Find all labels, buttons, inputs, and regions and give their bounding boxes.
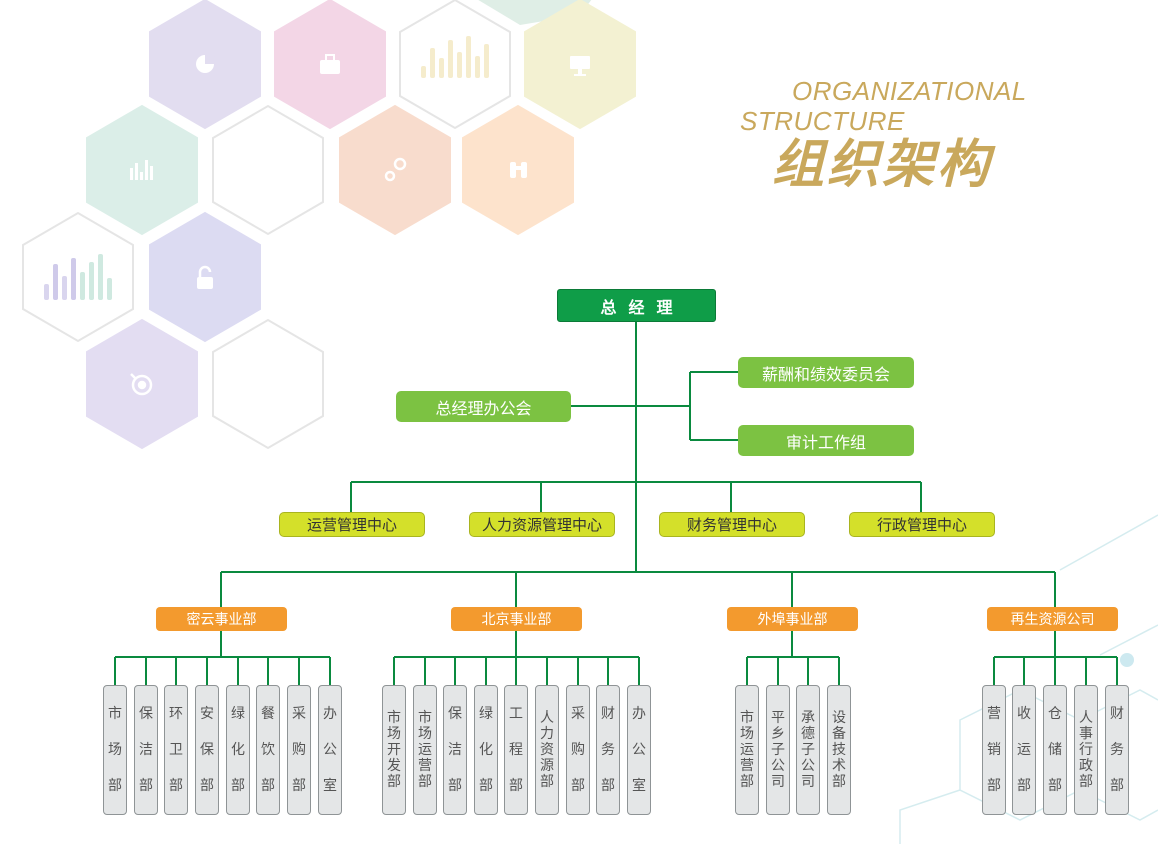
title-chinese: 组织架构 bbox=[772, 135, 993, 195]
hex-outline-bottom bbox=[212, 318, 324, 450]
dept-external-0: 市场运营部 bbox=[735, 685, 759, 815]
dept-miyun-6: 采购部 bbox=[287, 685, 311, 815]
dept-miyun-4: 绿化部 bbox=[226, 685, 250, 815]
hex-outline-empty bbox=[212, 104, 324, 236]
title-english-line1: ORGANIZATIONAL bbox=[792, 76, 1027, 106]
dept-miyun-0: 市场部 bbox=[103, 685, 127, 815]
briefcase-icon bbox=[320, 60, 340, 74]
dept-recycling-4: 财务部 bbox=[1105, 685, 1129, 815]
dept-external-1: 平乡子公司 bbox=[766, 685, 790, 815]
dept-beijing-7: 财务部 bbox=[596, 685, 620, 815]
target-icon bbox=[130, 373, 153, 396]
dept-miyun-5: 餐饮部 bbox=[256, 685, 280, 815]
dept-beijing-0: 市场开发部 bbox=[382, 685, 406, 815]
hex-outline-chart bbox=[399, 0, 511, 130]
hex-teal-top bbox=[478, 0, 592, 25]
center-node-hr: 人力资源管理中心 bbox=[469, 512, 615, 537]
dept-external-3: 设备技术部 bbox=[827, 685, 851, 815]
monitor-icon bbox=[570, 56, 590, 69]
dept-beijing-3: 绿化部 bbox=[474, 685, 498, 815]
division-node-recycling: 再生资源公司 bbox=[987, 607, 1118, 631]
dept-miyun-7: 办公室 bbox=[318, 685, 342, 815]
binoculars-icon bbox=[510, 162, 527, 178]
compensation-committee-node: 薪酬和绩效委员会 bbox=[738, 357, 914, 388]
dept-beijing-4: 工程部 bbox=[504, 685, 528, 815]
division-node-beijing: 北京事业部 bbox=[451, 607, 582, 631]
bar-chart-icon bbox=[44, 254, 112, 300]
title-english-line2: STRUCTURE bbox=[740, 106, 905, 136]
dept-beijing-2: 保洁部 bbox=[443, 685, 467, 815]
gm-office-meeting-node: 总经理办公会 bbox=[396, 391, 571, 422]
dept-recycling-1: 收运部 bbox=[1012, 685, 1036, 815]
bar-chart-icon bbox=[421, 36, 489, 78]
dept-recycling-2: 仓储部 bbox=[1043, 685, 1067, 815]
hex-outline-bars bbox=[22, 211, 134, 343]
dept-miyun-2: 环卫部 bbox=[164, 685, 188, 815]
dept-recycling-0: 营销部 bbox=[982, 685, 1006, 815]
general-manager-node: 总经理 bbox=[557, 289, 716, 322]
hex-teal bbox=[86, 104, 198, 236]
dept-external-2: 承德子公司 bbox=[796, 685, 820, 815]
bar-stats-icon bbox=[130, 160, 153, 180]
lock-icon bbox=[197, 265, 213, 289]
gears-icon bbox=[384, 157, 407, 182]
center-node-admin: 行政管理中心 bbox=[849, 512, 995, 537]
dept-miyun-3: 安保部 bbox=[195, 685, 219, 815]
division-node-miyun: 密云事业部 bbox=[156, 607, 287, 631]
hex-salmon bbox=[339, 104, 451, 236]
center-node-operations: 运营管理中心 bbox=[279, 512, 425, 537]
audit-group-node: 审计工作组 bbox=[738, 425, 914, 456]
dept-recycling-3: 人事行政部 bbox=[1074, 685, 1098, 815]
division-node-external: 外埠事业部 bbox=[727, 607, 858, 631]
dept-beijing-8: 办公室 bbox=[627, 685, 651, 815]
dept-beijing-5: 人力资源部 bbox=[535, 685, 559, 815]
dept-beijing-1: 市场运营部 bbox=[413, 685, 437, 815]
center-node-finance: 财务管理中心 bbox=[659, 512, 805, 537]
dept-miyun-1: 保洁部 bbox=[134, 685, 158, 815]
dept-beijing-6: 采购部 bbox=[566, 685, 590, 815]
